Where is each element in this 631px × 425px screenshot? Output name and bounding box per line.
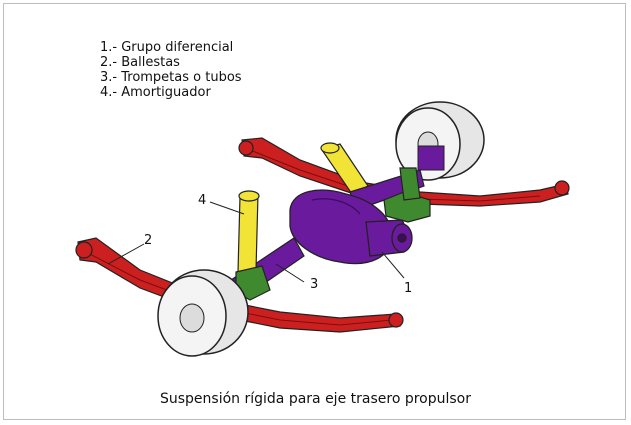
callout-1: 1 — [404, 281, 412, 296]
callout-4: 4 — [198, 193, 206, 208]
leader-line-3 — [275, 263, 305, 283]
callout-2: 2 — [144, 233, 152, 248]
diagram-caption: Suspensión rígida para eje trasero propu… — [159, 391, 471, 407]
legend-item-4: 4.- Amortiguador — [100, 85, 211, 100]
legend-item-2: 2.- Ballestas — [100, 55, 180, 70]
leader-line-2 — [107, 243, 145, 265]
legend-item-1: 1.- Grupo diferencial — [100, 40, 234, 55]
differential-housing — [289, 189, 413, 265]
callout-3: 3 — [310, 277, 318, 292]
front-wheel — [157, 269, 249, 357]
legend: 1.- Grupo diferencial 2.- Ballestas 3.- … — [100, 40, 242, 100]
legend-item-3: 3.- Trompetas o tubos — [100, 70, 242, 85]
leader-line-4 — [209, 201, 245, 215]
right-spring-bracket — [383, 167, 431, 223]
rear-wheel — [395, 101, 485, 181]
leader-lines — [107, 201, 405, 283]
leader-line-1 — [381, 251, 405, 279]
front-shock-absorber — [237, 190, 260, 273]
